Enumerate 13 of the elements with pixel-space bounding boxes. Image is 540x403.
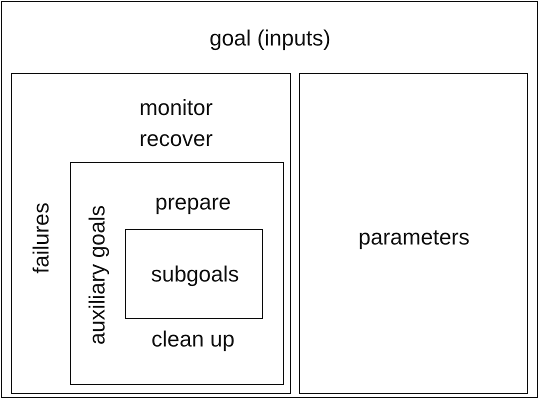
heading-label: goal (inputs) [208,24,332,53]
parameters-box [299,73,528,394]
heading-label: monitor recover [138,94,214,153]
subgoals-box [125,229,263,319]
label: failures [28,202,55,276]
heading-label: parameters [357,224,471,252]
label: clean up [150,326,236,354]
container-box [11,73,291,394]
outer-box [1,1,538,398]
heading-label: subgoals [150,260,240,289]
inner-box [70,162,284,385]
heading-label: prepare [154,188,232,217]
label: auxiliary goals [84,204,111,347]
